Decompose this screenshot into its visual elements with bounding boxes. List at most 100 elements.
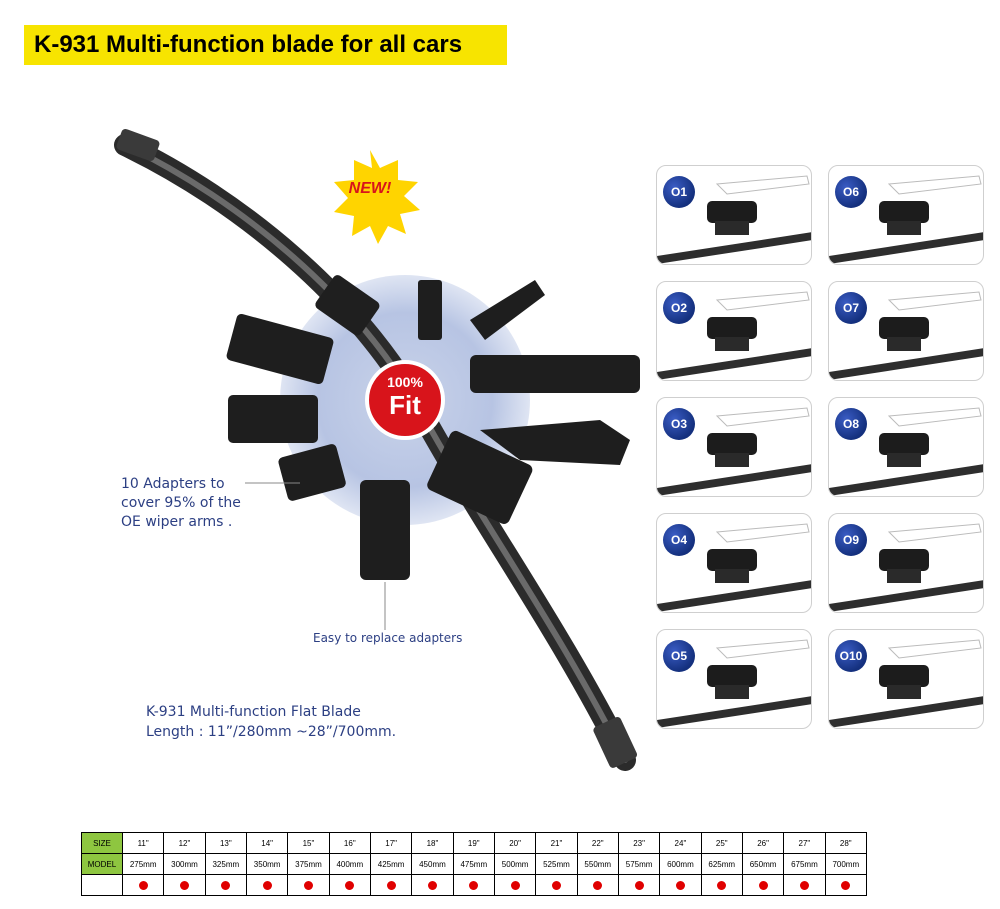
adapter-card: O7 [828,281,984,381]
model-cell: 600mm [659,853,702,875]
adapter-badge: O10 [835,640,867,672]
availability-cell [452,874,495,896]
adapter-mount [715,569,749,583]
availability-cell [411,874,454,896]
adapter-piece [470,355,640,393]
adapter-card: O3 [656,397,812,497]
fit-badge [365,360,445,440]
adapter-card: O6 [828,165,984,265]
adapter-card: O9 [828,513,984,613]
adapter-piece [480,420,630,465]
model-cell: 325mm [204,853,247,875]
availability-label [81,874,123,896]
model-cell: 700mm [824,853,868,875]
adapter-diagram [657,523,811,612]
adapter-mount [887,569,921,583]
adapter-diagram [829,291,983,380]
availability-cell [369,874,413,896]
adapter-piece [418,280,442,340]
adapter-shape [707,201,757,223]
model-label: MODEL [81,853,123,875]
adapter-badge: O4 [663,524,695,556]
size-cell: 28" [824,832,868,854]
adapter-piece [226,314,334,384]
adapter-mount [715,337,749,351]
adapter-mount [715,685,749,699]
wiper-arm-outline [887,291,982,311]
availability-cell [287,874,330,896]
adapter-shape [707,549,757,571]
wiper-arm-outline [715,175,810,195]
availability-cell [328,874,371,896]
model-cell: 625mm [700,853,743,875]
wiper-arm-outline [887,639,982,659]
blade-segment [829,232,983,264]
adapter-badge: O3 [663,408,695,440]
adapter-diagram [829,407,983,496]
size-cell: 22" [576,832,619,854]
adapter-diagram [657,639,811,728]
size-cell: 21" [535,832,578,854]
adapter-piece [470,280,545,340]
adapters-note-line: cover 95% of the [121,495,241,511]
model-cell: 425mm [369,853,413,875]
new-badge-label: NEW! [348,180,392,197]
adapter-diagram [657,291,811,380]
adapter-shape [879,433,929,455]
model-cell: 375mm [287,853,330,875]
adapter-shape [879,201,929,223]
adapter-badge: O9 [835,524,867,556]
blade-segment [657,232,811,264]
size-cell: 18" [411,832,454,854]
blade-segment [829,464,983,496]
size-cell: 20" [493,832,537,854]
model-cell: 475mm [452,853,495,875]
availability-cell [121,874,165,896]
available-dot-icon [675,880,685,890]
availability-cell [741,874,785,896]
adapters-note-line: OE wiper arms . [121,514,233,530]
availability-cell [783,874,826,896]
size-cell: 19" [452,832,495,854]
model-cell: 525mm [535,853,578,875]
wiper-arm-outline [715,291,810,311]
available-dot-icon [510,880,520,890]
adapter-badge: O5 [663,640,695,672]
model-cell: 550mm [576,853,619,875]
new-starburst-icon [334,150,420,244]
size-cell: 24" [659,832,702,854]
availability-cell [245,874,289,896]
adapters-note-line: 10 Adapters to [121,476,225,492]
model-cell: 275mm [121,853,165,875]
adapter-card: O5 [656,629,812,729]
adapters-cluster [226,280,640,580]
size-row: SIZE 11"12"13"14"15"16"17"18"19"20"21"22… [81,832,868,854]
adapter-card: O4 [656,513,812,613]
adapter-badge: O2 [663,292,695,324]
adapter-mount [715,453,749,467]
available-dot-icon [179,880,189,890]
blade-tip-top [116,128,160,162]
available-dot-icon [138,880,148,890]
wiper-arm-outline [887,407,982,427]
model-cell: 350mm [245,853,289,875]
page-title: K-931 Multi-function blade for all cars [24,25,507,65]
availability-cell [659,874,702,896]
model-cell: 675mm [783,853,826,875]
available-dot-icon [593,880,603,890]
adapter-shape [707,665,757,687]
available-dot-icon [345,880,355,890]
fit-badge-line1: 100% [387,374,423,390]
adapter-shape [879,665,929,687]
size-cell: 15" [287,832,330,854]
model-cell: 650mm [741,853,785,875]
size-cell: 26" [741,832,785,854]
available-dot-icon [469,880,479,890]
adapter-diagram [829,523,983,612]
adapter-diagram [657,407,811,496]
available-dot-icon [303,880,313,890]
blade-segment [829,696,983,728]
adapter-mount [887,685,921,699]
availability-cell [493,874,537,896]
